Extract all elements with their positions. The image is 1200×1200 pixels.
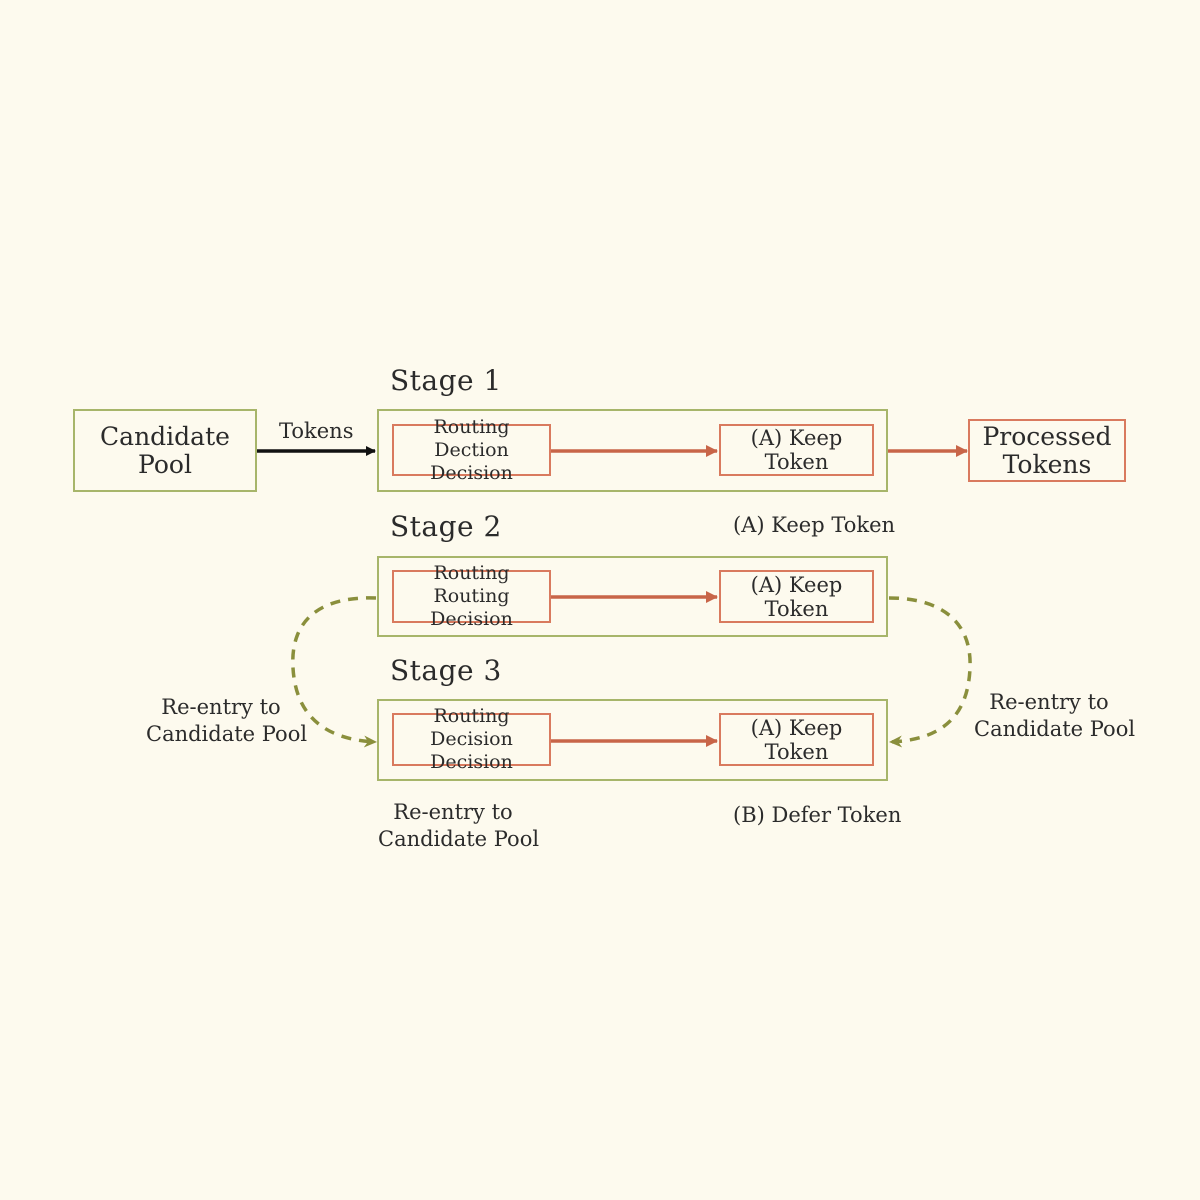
stage2-keep-label: (A) Keep Token xyxy=(750,572,843,621)
stage3-keep-box: (A) Keep Token xyxy=(719,713,874,766)
reentry-left-line2: Candidate Pool xyxy=(146,722,308,746)
reentry-right-arrow xyxy=(888,596,972,748)
reentry-left-line1: Re-entry to xyxy=(161,695,281,719)
tokens-label: Tokens xyxy=(279,419,354,443)
processed-tokens-line1: Processed xyxy=(982,421,1112,451)
stage3-routing-line1: Routing xyxy=(433,705,510,727)
stage3-keep-label: (A) Keep Token xyxy=(750,715,843,764)
stage1-routing-line2: Dection Decision xyxy=(430,438,513,484)
stage2-routing-line1: Routing xyxy=(433,562,510,584)
candidate-pool-box: Candidate Pool xyxy=(73,409,257,492)
stage2-routing-box: Routing Routing Decision xyxy=(392,562,551,630)
defer-token-label: (B) Defer Token xyxy=(733,803,902,827)
stage3-routing-box: Routing Decision Decision xyxy=(392,705,551,773)
reentry-right-line1: Re-entry to xyxy=(989,690,1109,714)
reentry-bottom-line2: Candidate Pool xyxy=(378,827,540,851)
stage2-title: Stage 2 xyxy=(390,510,502,543)
stage3-routing-line2: Decision Decision xyxy=(430,728,513,773)
processed-tokens-box: Processed Tokens xyxy=(968,419,1126,482)
stage1-keep-label: (A) Keep Token xyxy=(750,426,843,474)
stage1-keep-box: (A) Keep Token xyxy=(719,424,874,476)
stage3-title: Stage 3 xyxy=(390,654,502,687)
stage1-routing-box: Routing Dection Decision xyxy=(392,416,551,484)
reentry-right-label: Re-entry to Candidate Pool xyxy=(974,690,1136,741)
stage3-box xyxy=(377,699,888,781)
stage1-title: Stage 1 xyxy=(390,364,502,397)
reentry-left-arrow xyxy=(291,596,377,748)
reentry-right-line2: Candidate Pool xyxy=(974,717,1136,741)
stage2-keep-caption: (A) Keep Token xyxy=(733,513,896,537)
reentry-bottom-line1: Re-entry to xyxy=(393,800,513,824)
stage2-routing-line2: Routing Decision xyxy=(430,585,513,630)
candidate-pool-line1: Candidate xyxy=(100,421,230,451)
stage2-keep-box: (A) Keep Token xyxy=(719,570,874,623)
stage2-box xyxy=(377,556,888,637)
stage1-box xyxy=(377,409,888,492)
candidate-pool-line2: Pool xyxy=(138,449,192,479)
reentry-bottom-label: Re-entry to Candidate Pool xyxy=(378,800,540,851)
reentry-left-label: Re-entry to Candidate Pool xyxy=(146,695,308,746)
stage1-routing-line1: Routing xyxy=(433,415,510,438)
processed-tokens-line2: Tokens xyxy=(1002,449,1092,479)
